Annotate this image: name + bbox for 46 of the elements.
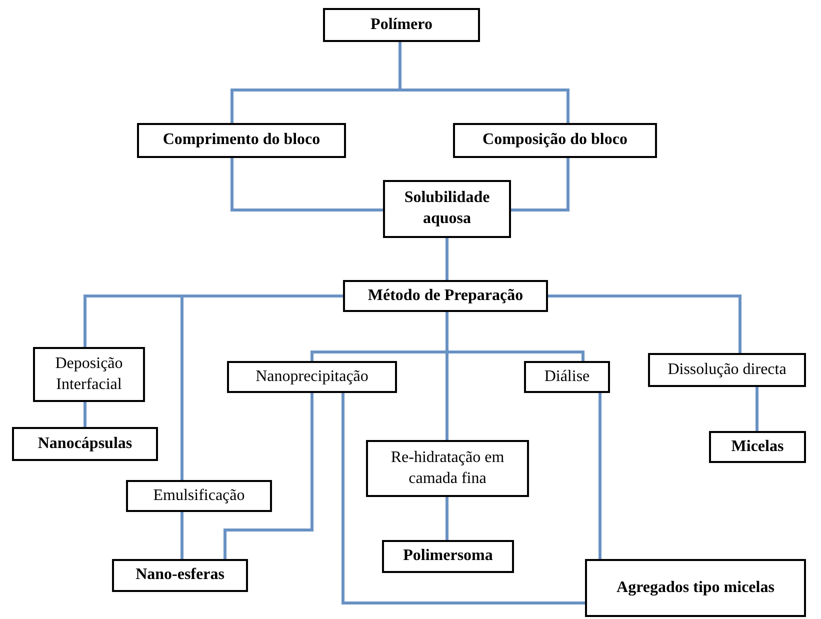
box-label: Emulsificação — [153, 486, 245, 506]
box-label: Diálise — [544, 366, 590, 387]
box-label: Solubilidade aquosa — [403, 188, 491, 229]
box-label: Nanocápsulas — [38, 434, 132, 454]
connector-line — [224, 393, 314, 559]
result-box — [383, 180, 511, 238]
box-label: Micelas — [731, 436, 784, 457]
result-box — [323, 8, 480, 42]
box-label: Deposição Interfacial — [54, 354, 124, 394]
process-box — [126, 480, 272, 512]
box-label: Nanoprecipitação — [256, 366, 368, 387]
connector-line — [230, 158, 383, 212]
box-label: Método de Preparação — [368, 286, 524, 306]
box-label: Polímero — [370, 14, 432, 35]
connector-line — [446, 312, 584, 361]
result-box — [585, 559, 806, 617]
box-label: Nano-esferas — [136, 565, 224, 586]
result-box — [137, 123, 346, 158]
connector-line — [180, 294, 343, 480]
box-label: Agregados tipo micelas — [616, 578, 774, 598]
process-box — [227, 361, 397, 393]
box-label: Comprimento do bloco — [162, 130, 320, 150]
process-box — [33, 347, 145, 402]
connector-line — [342, 393, 585, 604]
result-box — [453, 123, 657, 158]
process-box — [366, 440, 529, 497]
connector-line — [446, 497, 448, 540]
result-box — [343, 280, 548, 312]
connector-line — [180, 512, 184, 559]
connector-line — [548, 294, 742, 353]
process-box — [524, 361, 610, 393]
box-label: Polimersoma — [403, 546, 493, 566]
box-label: Dissolução directa — [668, 360, 786, 380]
box-label: Re-hidratação em camada fina — [390, 448, 506, 488]
result-box — [709, 431, 806, 463]
connector-line — [84, 402, 86, 427]
connector-line — [446, 238, 448, 280]
box-label: Composição do bloco — [482, 130, 628, 150]
connector-line — [398, 42, 570, 123]
connector-line — [511, 158, 570, 212]
result-box — [12, 427, 158, 461]
result-box — [112, 559, 248, 592]
connector-line — [598, 393, 602, 559]
result-box — [382, 540, 514, 573]
process-box — [648, 353, 806, 387]
connector-line — [756, 387, 758, 431]
